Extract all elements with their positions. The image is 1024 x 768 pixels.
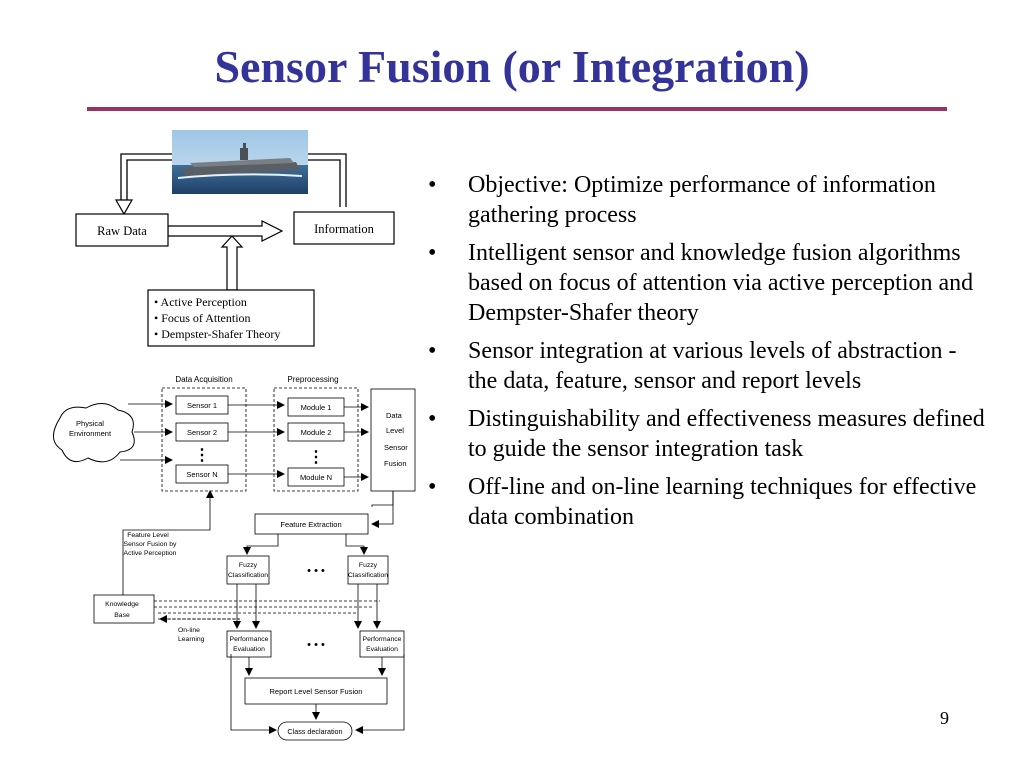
fuzzy-left-line-1: Fuzzy (239, 562, 258, 569)
bullet-distinguishability: • Distinguishability and effectiveness me… (428, 404, 988, 464)
bullet-integration-levels: • Sensor integration at various levels of… (428, 336, 988, 396)
kb-dashed-links (154, 600, 380, 620)
method-dempster-shafer: • Dempster-Shafer Theory (154, 327, 280, 341)
sensor-n-box: Sensor N (175, 464, 229, 484)
kb-line-1: Knowledge (105, 601, 139, 608)
feature-to-fuzzy-arrows (243, 534, 368, 555)
bullet-dot: • (428, 172, 437, 198)
bullet-list: • Objective: Optimize performance of info… (428, 170, 988, 540)
arrow-methods-to-link (220, 235, 244, 291)
sensor-1-label: Sensor 1 (187, 401, 217, 410)
page-number: 9 (940, 708, 949, 728)
module-n-label: Module N (300, 473, 332, 482)
aircraft-carrier-image (172, 130, 308, 194)
bullet-learning: • Off-line and on-line learning technique… (428, 472, 988, 532)
data-acquisition-label: Data Acquisition (175, 375, 232, 384)
slide-title: Sensor Fusion (or Integration) (214, 41, 810, 92)
data-level-fusion-box: Data Level Sensor Fusion (370, 388, 416, 492)
module-n-box: Module N (287, 467, 345, 487)
bullet-dot: • (428, 338, 437, 364)
module-1-box: Module 1 (287, 397, 345, 417)
to-class-declaration-arrows (230, 654, 405, 734)
report-level-fusion-box: Report Level Sensor Fusion (244, 677, 388, 705)
sensor-2-box: Sensor 2 (175, 422, 229, 442)
preprocessing-label: Preprocessing (287, 375, 338, 384)
methods-box: • Active Perception • Focus of Attention… (147, 289, 315, 347)
fuzzy-classification-left: Fuzzy Classification (226, 555, 270, 585)
dlsf-line-3: Sensor (384, 443, 408, 452)
online-line-1: On-line (178, 627, 200, 634)
perf-ellipsis: • • • (307, 639, 325, 651)
fuzzy-to-perf-arrows (233, 584, 381, 629)
sensor-2-label: Sensor 2 (187, 428, 217, 437)
performance-evaluation-right: Performance Evaluation (359, 630, 405, 658)
information-label: Information (314, 222, 374, 236)
physical-label: Physical (76, 419, 104, 428)
dlsf-line-2: Level (386, 426, 404, 435)
fuzzy-right-line-1: Fuzzy (359, 562, 378, 569)
sensor-to-module-arrows (228, 401, 285, 478)
class-declaration-label: Class declaration (287, 727, 342, 736)
data-acquisition-group (161, 387, 247, 492)
information-box: Information (293, 211, 395, 245)
flsf-line-1: Feature Level (127, 532, 169, 539)
module-2-box: Module 2 (287, 422, 345, 442)
perf-right-line-2: Evaluation (366, 646, 398, 653)
perf-right-line-1: Performance (363, 636, 402, 643)
bullet-text: Intelligent sensor and knowledge fusion … (468, 240, 974, 326)
bullet-objective: • Objective: Optimize performance of info… (428, 170, 988, 230)
module-to-fusion-arrows (344, 403, 369, 481)
report-level-label: Report Level Sensor Fusion (270, 687, 363, 696)
feedback-to-data-acq (122, 490, 214, 596)
bullet-text: Objective: Optimize performance of infor… (468, 172, 936, 228)
module-1-label: Module 1 (301, 403, 332, 412)
knowledge-base-box: Knowledge Base (93, 594, 155, 624)
dlsf-line-4: Fusion (384, 459, 407, 468)
fuzzy-left-line-2: Classification (228, 572, 268, 579)
module-ellipsis: ⋮ (308, 449, 324, 466)
class-declaration-box: Class declaration (277, 721, 353, 741)
title-underline (87, 107, 947, 111)
bullet-text: Distinguishability and effectiveness mea… (468, 406, 985, 462)
arrow-to-raw-data (114, 199, 134, 216)
bullet-text: Sensor integration at various levels of … (468, 338, 957, 394)
flsf-line-3: Active Perception (124, 550, 177, 557)
bullet-dot: • (428, 474, 437, 500)
arrow-raw-to-information (167, 220, 284, 242)
fuzzy-right-line-2: Classification (348, 572, 388, 579)
perf-to-report-arrows (245, 657, 386, 676)
bullet-intelligent-fusion: • Intelligent sensor and knowledge fusion… (428, 238, 988, 328)
physical-environment: Physical Environment (53, 403, 135, 463)
top-loop-arrows (120, 153, 347, 207)
sensor-ellipsis: ⋮ (194, 447, 210, 464)
sensor-n-label: Sensor N (186, 470, 217, 479)
sensor-1-box: Sensor 1 (175, 395, 229, 415)
raw-data-label: Raw Data (97, 224, 147, 238)
bullet-text: Off-line and on-line learning techniques… (468, 474, 977, 530)
module-2-label: Module 2 (301, 428, 332, 437)
dlsf-line-1: Data (386, 411, 403, 420)
feature-extraction-label: Feature Extraction (280, 520, 341, 529)
env-to-sensor-arrows (120, 400, 173, 464)
fuzzy-ellipsis: • • • (307, 565, 325, 577)
kb-line-2: Base (114, 612, 130, 619)
fuzzy-classification-right: Fuzzy Classification (347, 555, 389, 585)
perf-left-line-2: Evaluation (233, 646, 265, 653)
performance-evaluation-left: Performance Evaluation (226, 630, 272, 658)
bullet-dot: • (428, 240, 437, 266)
method-active-perception: • Active Perception (154, 295, 247, 309)
method-focus-of-attention: • Focus of Attention (154, 311, 251, 325)
feature-extraction-box: Feature Extraction (254, 513, 369, 535)
bullet-dot: • (428, 406, 437, 432)
online-line-2: Learning (178, 636, 205, 643)
fusion-output-arrow (371, 491, 394, 528)
perf-left-line-1: Performance (230, 636, 269, 643)
fusion-to-feature-arrow (371, 491, 394, 507)
raw-data-box: Raw Data (75, 213, 169, 247)
flsf-line-2: Sensor Fusion by (124, 541, 177, 548)
environment-label: Environment (69, 429, 112, 438)
preprocessing-group (273, 387, 359, 492)
